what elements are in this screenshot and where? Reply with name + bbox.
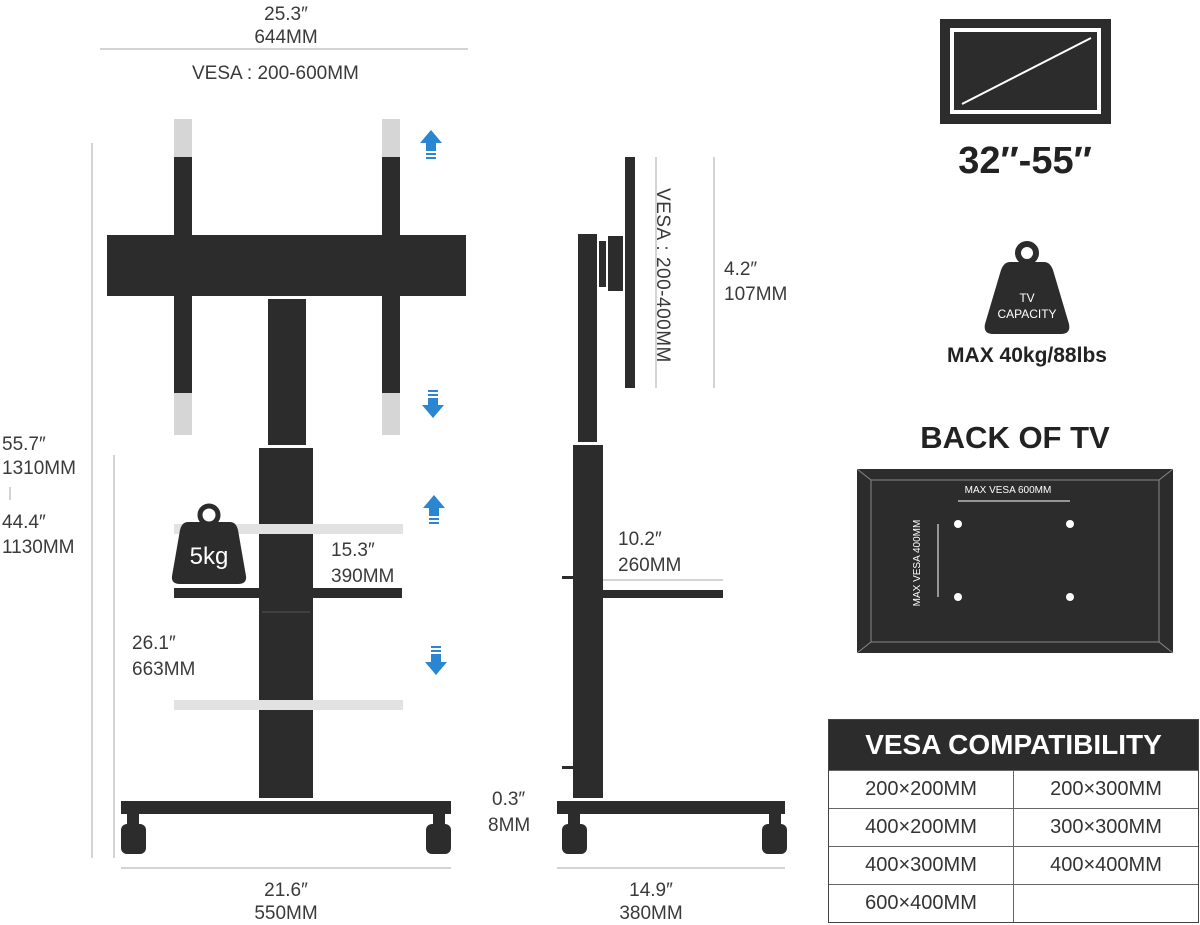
vesa-horizontal-label: MAX VESA 600MM	[964, 485, 1052, 496]
base-depth-inch: 14.9″	[629, 880, 673, 901]
table-cell: 400×400MM	[1013, 847, 1198, 884]
shelf-ghost-top	[174, 524, 403, 534]
min-height-inch: 44.4″	[2, 512, 46, 533]
arrow-up-icon	[420, 130, 442, 159]
table-row: 600×400MM	[829, 884, 1198, 922]
right-rail-bottom-ext	[382, 393, 400, 435]
arrow-down-icon	[422, 390, 444, 418]
table-cell: 200×200MM	[865, 778, 977, 800]
base-width-mm: 550MM	[254, 903, 318, 924]
left-rail-bottom-ext	[174, 393, 192, 435]
base	[121, 801, 451, 814]
side-shelf	[603, 590, 723, 598]
caster-left	[562, 814, 587, 854]
back-of-tv-title: BACK OF TV	[920, 420, 1110, 455]
mount-hole	[954, 520, 962, 528]
arrow-down-icon	[425, 646, 447, 675]
weight-label: 5kg	[189, 543, 229, 570]
left-rail-top-ext	[174, 119, 192, 157]
side-view	[557, 157, 787, 869]
base-thickness-inch: 0.3″	[492, 789, 526, 810]
bracket	[599, 241, 606, 287]
mount-hole	[954, 593, 962, 601]
upper-column	[268, 299, 306, 445]
top-width-mm: 644MM	[254, 27, 318, 48]
table-row: 400×200MM 300×300MM	[829, 808, 1198, 846]
shelf	[174, 588, 402, 598]
base-thickness-mm: 8MM	[488, 815, 531, 836]
top-width-inch: 25.3″	[264, 4, 308, 25]
offset-mm: 107MM	[724, 284, 788, 305]
min-height-mm: 1130MM	[2, 537, 75, 558]
table-cell: 400×300MM	[865, 854, 977, 876]
shelf-width-mm: 390MM	[331, 566, 395, 587]
front-view	[9, 48, 468, 869]
table-cell: 300×300MM	[1013, 809, 1198, 846]
screen-size: 32″-55″	[958, 140, 1092, 182]
tick-mark	[562, 576, 574, 579]
vesa-vertical-label: MAX VESA 400MM	[912, 519, 923, 607]
total-height-inch: 55.7″	[2, 434, 46, 455]
shelf-height-inch: 26.1″	[132, 633, 176, 654]
tv-panel	[625, 157, 635, 388]
table-cell: 600×400MM	[865, 892, 977, 914]
mount-hole	[1066, 593, 1074, 601]
capacity-label: CAPACITY	[997, 307, 1057, 321]
caster-right	[426, 814, 451, 854]
side-upper-column	[578, 234, 597, 442]
right-rail-top-ext	[382, 119, 400, 157]
vesa-height-label: VESA : 200-400MM	[652, 188, 673, 363]
weight-icon	[171, 503, 247, 584]
shelf-height-mm: 663MM	[132, 659, 196, 680]
capacity-label-tv: TV	[1019, 291, 1035, 305]
table-header: VESA COMPATIBILITY	[829, 720, 1198, 770]
side-base	[557, 801, 785, 814]
table-row: 400×300MM 400×400MM	[829, 846, 1198, 884]
arrow-up-icon	[423, 495, 445, 524]
caster-left	[121, 814, 146, 854]
table-cell	[1013, 885, 1198, 922]
lower-column	[259, 448, 313, 798]
shelf-width-inch: 15.3″	[331, 540, 375, 561]
max-capacity: MAX 40kg/88lbs	[947, 344, 1107, 367]
back-of-tv-diagram	[856, 468, 1174, 654]
vesa-compatibility-table: VESA COMPATIBILITY 200×200MM 200×300MM 4…	[828, 719, 1199, 923]
capacity-weight-icon	[984, 241, 1070, 334]
total-height-mm: 1310MM	[2, 458, 76, 479]
vesa-width-label: VESA : 200-600MM	[192, 63, 359, 84]
mount-hole	[1066, 520, 1074, 528]
table-row: 200×200MM 200×300MM	[829, 770, 1198, 808]
base-width-inch: 21.6″	[264, 880, 308, 901]
side-lower-column	[573, 445, 603, 798]
shelf-depth-inch: 10.2″	[618, 529, 662, 550]
tv-screen-icon	[940, 19, 1111, 124]
shelf-depth-mm: 260MM	[618, 555, 682, 576]
bracket-plate	[608, 236, 623, 291]
caster-right	[762, 814, 787, 854]
base-depth-mm: 380MM	[619, 903, 683, 924]
offset-inch: 4.2″	[724, 259, 758, 280]
shelf-ghost-bottom	[174, 700, 403, 710]
tick-mark	[562, 766, 574, 769]
table-cell: 400×200MM	[865, 816, 977, 838]
table-cell: 200×300MM	[1013, 771, 1198, 808]
mount-plate	[107, 235, 466, 296]
